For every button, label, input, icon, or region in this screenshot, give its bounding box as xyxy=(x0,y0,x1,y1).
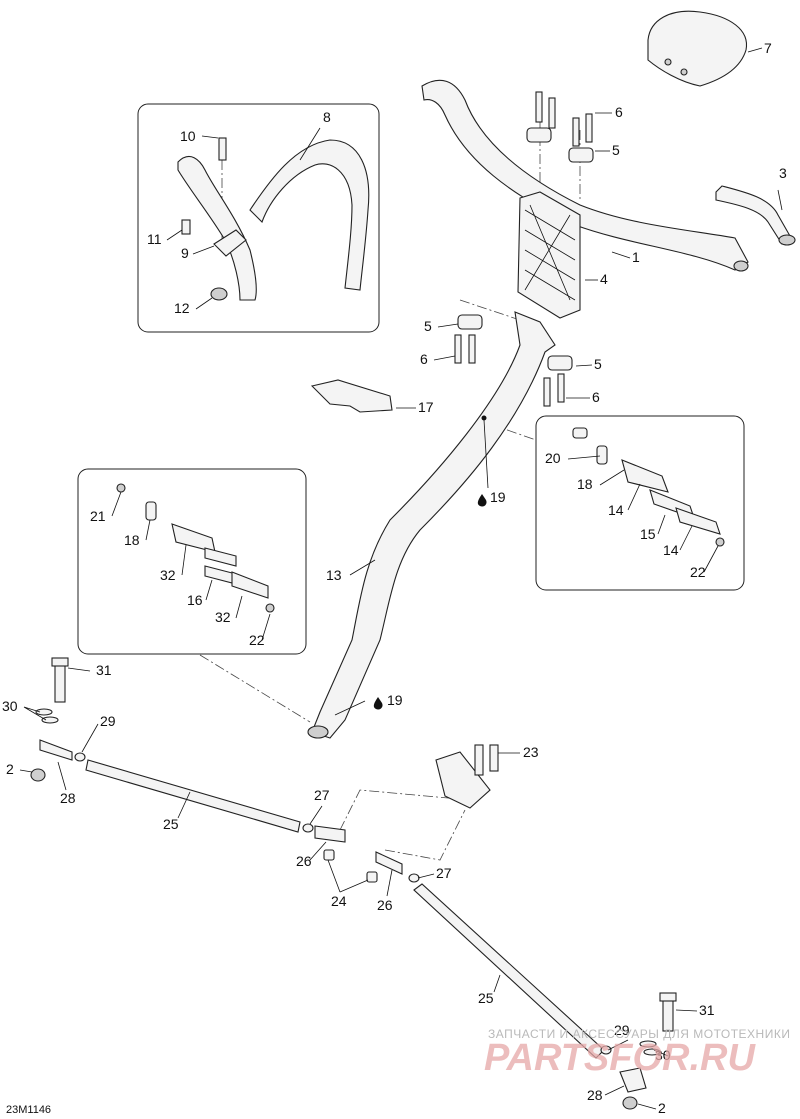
callout-5: 5 xyxy=(612,142,620,158)
callout-15: 15 xyxy=(640,526,656,542)
callout-19: 19 xyxy=(490,489,506,505)
callout-9: 9 xyxy=(181,245,189,261)
callout-30: 30 xyxy=(655,1047,671,1063)
callout-5: 5 xyxy=(424,318,432,334)
callout-17: 17 xyxy=(418,399,434,415)
callout-2: 2 xyxy=(658,1100,666,1116)
callout-2: 2 xyxy=(6,761,14,777)
callout-20: 20 xyxy=(545,450,561,466)
center-bracket-group xyxy=(302,744,499,883)
watermark-tagline: ЗАПЧАСТИ И АКСЕССУАРЫ ДЛЯ МОТОТЕХНИКИ xyxy=(488,1027,790,1041)
callout-11: 11 xyxy=(147,231,162,247)
callout-27: 27 xyxy=(436,865,452,881)
callout-32: 32 xyxy=(160,567,176,583)
callout-16: 16 xyxy=(187,592,203,608)
callout-28: 28 xyxy=(60,790,76,806)
lubricant-drop-icon xyxy=(477,494,487,507)
inset-handlebar-content xyxy=(177,137,370,301)
riser-clamps xyxy=(457,127,594,371)
callout-30: 30 xyxy=(2,698,18,714)
inset-right-clamp-content xyxy=(572,427,725,547)
callout-26: 26 xyxy=(377,897,393,913)
handlebar xyxy=(421,79,749,272)
callout-29: 29 xyxy=(614,1022,630,1038)
right-tie-rod-group xyxy=(413,883,677,1110)
callout-6: 6 xyxy=(592,389,600,405)
inset-frame-clamp-detail-right xyxy=(535,415,745,591)
riser-bolts xyxy=(454,91,593,407)
inset-frame-clamp-detail-left xyxy=(77,468,307,655)
callout-10: 10 xyxy=(180,128,196,144)
callout-5: 5 xyxy=(594,356,602,372)
callout-25: 25 xyxy=(478,990,494,1006)
leader-lines xyxy=(19,47,783,1110)
callout-26: 26 xyxy=(296,853,312,869)
callout-24: 24 xyxy=(331,893,347,909)
callout-31: 31 xyxy=(699,1002,715,1018)
handlebar-grip xyxy=(715,185,796,246)
callout-12: 12 xyxy=(174,300,190,316)
left-tie-rod-group xyxy=(30,657,301,833)
callout-23: 23 xyxy=(523,744,539,760)
callout-8: 8 xyxy=(323,109,331,125)
callout-22: 22 xyxy=(249,632,265,648)
callout-4: 4 xyxy=(600,271,608,287)
callout-32: 32 xyxy=(215,609,231,625)
callout-7: 7 xyxy=(764,40,772,56)
callout-14: 14 xyxy=(608,502,624,518)
riser-block xyxy=(517,191,581,319)
callout-25: 25 xyxy=(163,816,179,832)
handlebar-pad xyxy=(647,10,748,87)
callout-31: 31 xyxy=(96,662,112,678)
diagram-code: 23M1146 xyxy=(6,1104,51,1116)
watermark-brand: PARTSFOR.RU xyxy=(484,1037,756,1079)
callout-28: 28 xyxy=(587,1087,603,1103)
callout-19: 19 xyxy=(387,692,403,708)
callout-6: 6 xyxy=(420,351,428,367)
callout-21: 21 xyxy=(90,508,106,524)
callout-14: 14 xyxy=(663,542,679,558)
callout-1: 1 xyxy=(632,249,640,265)
steering-column xyxy=(307,311,556,739)
callout-3: 3 xyxy=(779,165,787,181)
steering-plate xyxy=(310,379,393,413)
inset-left-clamp-content xyxy=(116,483,275,613)
callout-29: 29 xyxy=(100,713,116,729)
callout-22: 22 xyxy=(690,564,706,580)
callout-18: 18 xyxy=(577,476,593,492)
lubricant-drop-icon xyxy=(373,697,383,710)
callout-18: 18 xyxy=(124,532,140,548)
callout-27: 27 xyxy=(314,787,330,803)
callout-13: 13 xyxy=(326,567,342,583)
callout-6: 6 xyxy=(615,104,623,120)
